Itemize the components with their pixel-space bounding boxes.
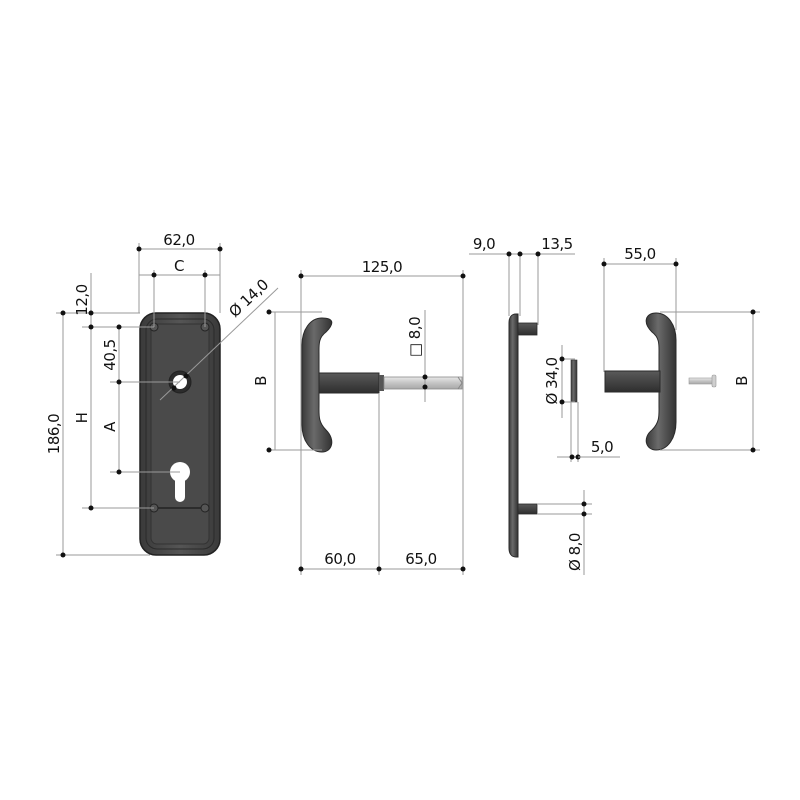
hole-diameter-14-label: Ø 14,0 [225, 276, 272, 321]
h-label: H [73, 413, 91, 424]
side-handle [301, 317, 463, 453]
side-handle-dimensions [269, 270, 464, 575]
screw-bottom-right [200, 503, 210, 513]
handle-depth-60-label: 60,0 [324, 550, 355, 568]
top-offset-12-label: 12,0 [73, 284, 91, 315]
hole-offset-40-label: 40,5 [101, 339, 119, 370]
front-plate-dimensions [56, 243, 279, 556]
length-125-label: 125,0 [362, 258, 402, 276]
front-plate-dim-dots [60, 246, 223, 558]
rosette-diameter-34-label: Ø 34,0 [543, 358, 561, 405]
second-handle-dimensions [578, 258, 760, 458]
length-55-label: 55,0 [624, 245, 655, 263]
front-plate [139, 312, 221, 556]
plate-profile [508, 313, 578, 558]
rosette [570, 359, 578, 403]
spindle-length-65-label: 65,0 [405, 550, 436, 568]
plate-profile-dimensions [469, 253, 620, 575]
height-186-label: 186,0 [45, 414, 63, 454]
spindle-square-8-label: □ 8,0 [406, 317, 424, 357]
thickness-9-label: 9,0 [473, 235, 495, 253]
second-handle [604, 312, 717, 451]
side-handle-dim-dots [266, 273, 466, 572]
width-62-label: 62,0 [163, 231, 194, 249]
a-label: A [101, 421, 119, 432]
plate-profile-dim-dots [506, 251, 587, 517]
screw-diameter-8-label: Ø 8,0 [566, 533, 584, 571]
c-label: C [174, 257, 184, 275]
boss-13-5-label: 13,5 [541, 235, 572, 253]
b-label-right: B [733, 376, 751, 386]
rosette-thickness-5-label: 5,0 [591, 438, 613, 456]
second-handle-dim-dots [601, 261, 756, 453]
grub-screw-icon [688, 374, 717, 388]
b-label-left: B [252, 376, 270, 386]
